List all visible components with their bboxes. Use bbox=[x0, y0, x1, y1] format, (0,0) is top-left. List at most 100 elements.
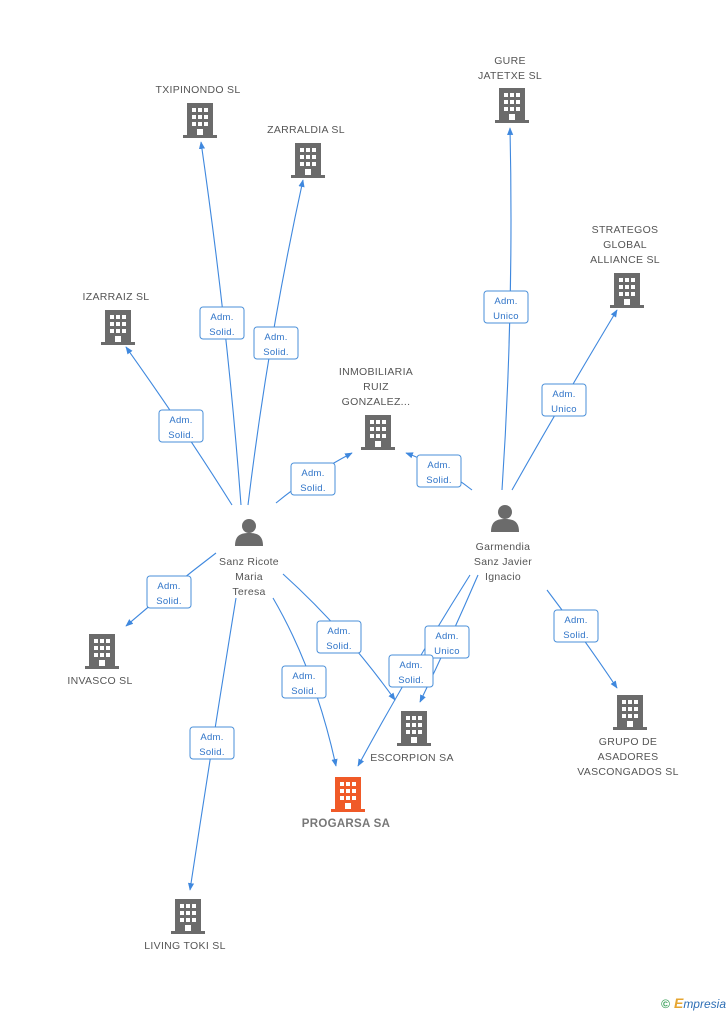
edge-label-box bbox=[316, 620, 362, 654]
edge-label-sanz-invasco[interactable]: Adm.Solid. bbox=[146, 575, 192, 609]
node-label-line: ESCORPION SA bbox=[370, 752, 454, 764]
node-label-line: ZARRALDIA SL bbox=[267, 124, 345, 136]
edge-label-sanz-progarsa[interactable]: Adm. Solid. bbox=[281, 665, 327, 699]
node-label-line: GONZALEZ... bbox=[342, 396, 411, 408]
node-label-line: Teresa bbox=[232, 586, 265, 598]
node-label-line: Sanz Ricote bbox=[219, 556, 279, 568]
node-label-line: Ignacio bbox=[485, 571, 521, 583]
edge-label-line: Solid. bbox=[398, 675, 424, 686]
edge-label-line: Adm. bbox=[292, 671, 315, 682]
node-label-line: GRUPO DE bbox=[599, 736, 657, 748]
edge-label-line: Solid. bbox=[199, 747, 225, 758]
node-label-line: LIVING TOKI SL bbox=[144, 940, 225, 952]
node-escorpion[interactable]: ESCORPION SA bbox=[370, 711, 454, 764]
edge-label-line: Adm. bbox=[169, 415, 192, 426]
edge-label-garmendia-progarsa[interactable]: Adm. Solid. bbox=[388, 654, 434, 688]
node-izarraiz[interactable]: IZARRAIZ SL bbox=[83, 291, 150, 345]
edge-label-sanz-escorpion[interactable]: Adm. Solid. bbox=[316, 620, 362, 654]
edge-label-line: Adm. bbox=[427, 460, 450, 471]
node-label-line: GURE bbox=[494, 55, 526, 67]
edge-label-line: Solid. bbox=[300, 483, 326, 494]
node-label-line: INMOBILIARIA bbox=[339, 366, 413, 378]
edge-label-line: Adm. bbox=[157, 581, 180, 592]
building-icon bbox=[397, 711, 431, 746]
building-icon bbox=[331, 777, 365, 812]
node-txipinondo[interactable]: TXIPINONDO SL bbox=[156, 84, 241, 138]
node-label-line: ASADORES bbox=[598, 751, 659, 763]
nodes-layer: TXIPINONDO SL ZARRALDIA SL GURE JATETXE SL S… bbox=[67, 55, 678, 952]
building-icon bbox=[101, 310, 135, 345]
node-zarraldia[interactable]: ZARRALDIA SL bbox=[267, 124, 345, 178]
brand-name: mpresia bbox=[683, 997, 726, 1011]
edge-label-box bbox=[483, 290, 529, 324]
edge-label-line: Adm. bbox=[435, 631, 458, 642]
edge-label-line: Solid. bbox=[263, 347, 289, 358]
edge-label-line: Solid. bbox=[326, 641, 352, 652]
edge-label-box bbox=[541, 383, 587, 417]
building-icon bbox=[361, 415, 395, 450]
edge-label-line: Adm. bbox=[399, 660, 422, 671]
building-icon bbox=[183, 103, 217, 138]
edge-label-box bbox=[290, 462, 336, 496]
edge-label-line: Solid. bbox=[168, 430, 194, 441]
building-icon bbox=[610, 273, 644, 308]
building-icon bbox=[171, 899, 205, 934]
node-label-line: JATETXE SL bbox=[478, 70, 542, 82]
edge-label-box bbox=[253, 326, 299, 360]
edge-label-line: Unico bbox=[493, 311, 519, 322]
node-label-line: STRATEGOS bbox=[592, 224, 659, 236]
edge-label-line: Adm. bbox=[210, 312, 233, 323]
edge-label-garmendia-grupo[interactable]: Adm. Solid. bbox=[553, 609, 599, 643]
edge-label-line: Solid. bbox=[209, 327, 235, 338]
empresia-watermark: ©Empresia bbox=[661, 995, 726, 1011]
edge-label-line: Adm. bbox=[264, 332, 287, 343]
node-livingtoki[interactable]: LIVING TOKI SL bbox=[144, 899, 225, 952]
edge-label-line: Adm. bbox=[327, 626, 350, 637]
person-icon bbox=[491, 505, 519, 532]
node-label-line: Maria bbox=[235, 571, 263, 583]
node-label-line: INVASCO SL bbox=[67, 675, 132, 687]
building-icon bbox=[85, 634, 119, 669]
edge-label-sanz-inmobiliaria[interactable]: Adm. Solid. bbox=[290, 462, 336, 496]
node-label-line: RUIZ bbox=[363, 381, 389, 393]
node-progarsa[interactable]: PROGARSA SA bbox=[302, 777, 391, 830]
node-label-line: TXIPINONDO SL bbox=[156, 84, 241, 96]
edge-label-garmendia-inmobiliaria[interactable]: Adm. Solid. bbox=[416, 454, 462, 488]
edge-label-sanz-izarraiz[interactable]: Adm. Solid. bbox=[158, 409, 204, 443]
edge-label-line: Solid. bbox=[291, 686, 317, 697]
edge-label-line: Adm. bbox=[200, 732, 223, 743]
edge-label-line: Adm. bbox=[552, 389, 575, 400]
node-inmobiliaria[interactable]: INMOBILIARIA RUIZ GONZALEZ... bbox=[339, 366, 413, 450]
node-label-line: Sanz Javier bbox=[474, 556, 532, 568]
node-label-line: VASCONGADOS SL bbox=[577, 766, 678, 778]
person-icon bbox=[235, 519, 263, 546]
edge-label-line: Adm. bbox=[301, 468, 324, 479]
edge-label-box bbox=[553, 609, 599, 643]
edge-label-sanz-zarraldia[interactable]: Adm. Solid. bbox=[253, 326, 299, 360]
building-icon bbox=[291, 143, 325, 178]
node-label-line: PROGARSA SA bbox=[302, 818, 391, 830]
edge-label-line: Unico bbox=[434, 646, 460, 657]
edge-label-line: Solid. bbox=[426, 475, 452, 486]
edge-label-line: Solid. bbox=[563, 630, 589, 641]
edge-label-garmendia-gure[interactable]: Adm. Unico bbox=[483, 290, 529, 324]
node-invasco[interactable]: INVASCO SL bbox=[67, 634, 132, 687]
edge-label-garmendia-escorpion[interactable]: Adm. Unico bbox=[424, 625, 470, 659]
edge-label-sanz-livingtoki[interactable]: Adm. Solid. bbox=[189, 726, 235, 760]
node-label-line: IZARRAIZ SL bbox=[83, 291, 150, 303]
node-gure[interactable]: GURE JATETXE SL bbox=[478, 55, 542, 123]
edges-layer bbox=[125, 127, 618, 891]
node-grupo[interactable]: GRUPO DE ASADORES VASCONGADOS SL bbox=[577, 695, 678, 778]
brand-initial: E bbox=[673, 995, 684, 1011]
edge-label-box bbox=[189, 726, 235, 760]
edge-label-box bbox=[281, 665, 327, 699]
copyright-icon: © bbox=[661, 997, 670, 1011]
edge-label-line: Adm. bbox=[494, 296, 517, 307]
edge-label-sanz-txipinondo[interactable]: Adm. Solid. bbox=[199, 306, 245, 340]
edge-label-line: Adm. bbox=[564, 615, 587, 626]
edge-label-garmendia-strategos[interactable]: Adm.Unico bbox=[541, 383, 587, 417]
